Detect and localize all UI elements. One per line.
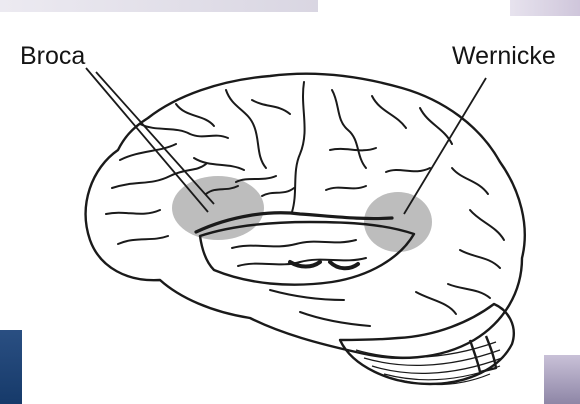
- wernicke-label: Wernicke: [452, 42, 556, 70]
- wernicke-pointer-line: [404, 78, 486, 214]
- cerebellum-outline: [340, 304, 514, 384]
- brain-sulci: [106, 82, 504, 326]
- wernicke-area-region: [364, 192, 432, 252]
- broca-label: Broca: [20, 42, 85, 70]
- broca-pointer-line: [86, 68, 208, 212]
- cerebellum-folia: [356, 342, 502, 385]
